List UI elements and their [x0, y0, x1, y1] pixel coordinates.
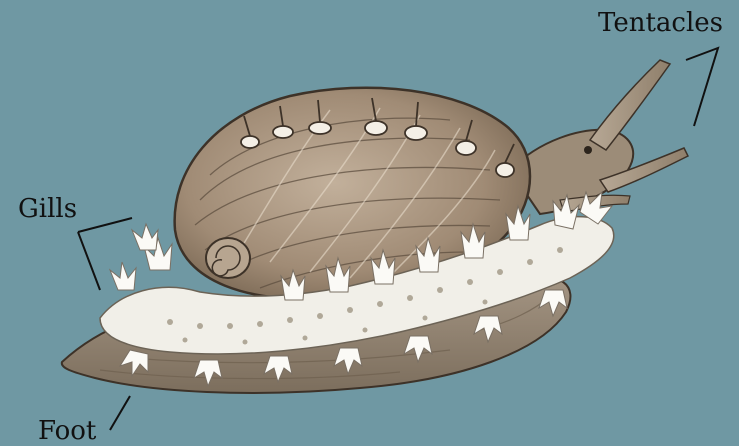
tentacles-label: Tentacles [598, 10, 723, 36]
gills-label: Gills [18, 196, 77, 222]
tentacles-leader [686, 48, 718, 126]
eye [584, 146, 592, 154]
foot-label: Foot [38, 418, 96, 444]
foot-leader [110, 396, 130, 430]
left-tentacle [590, 60, 670, 150]
shell-spire [206, 238, 250, 278]
